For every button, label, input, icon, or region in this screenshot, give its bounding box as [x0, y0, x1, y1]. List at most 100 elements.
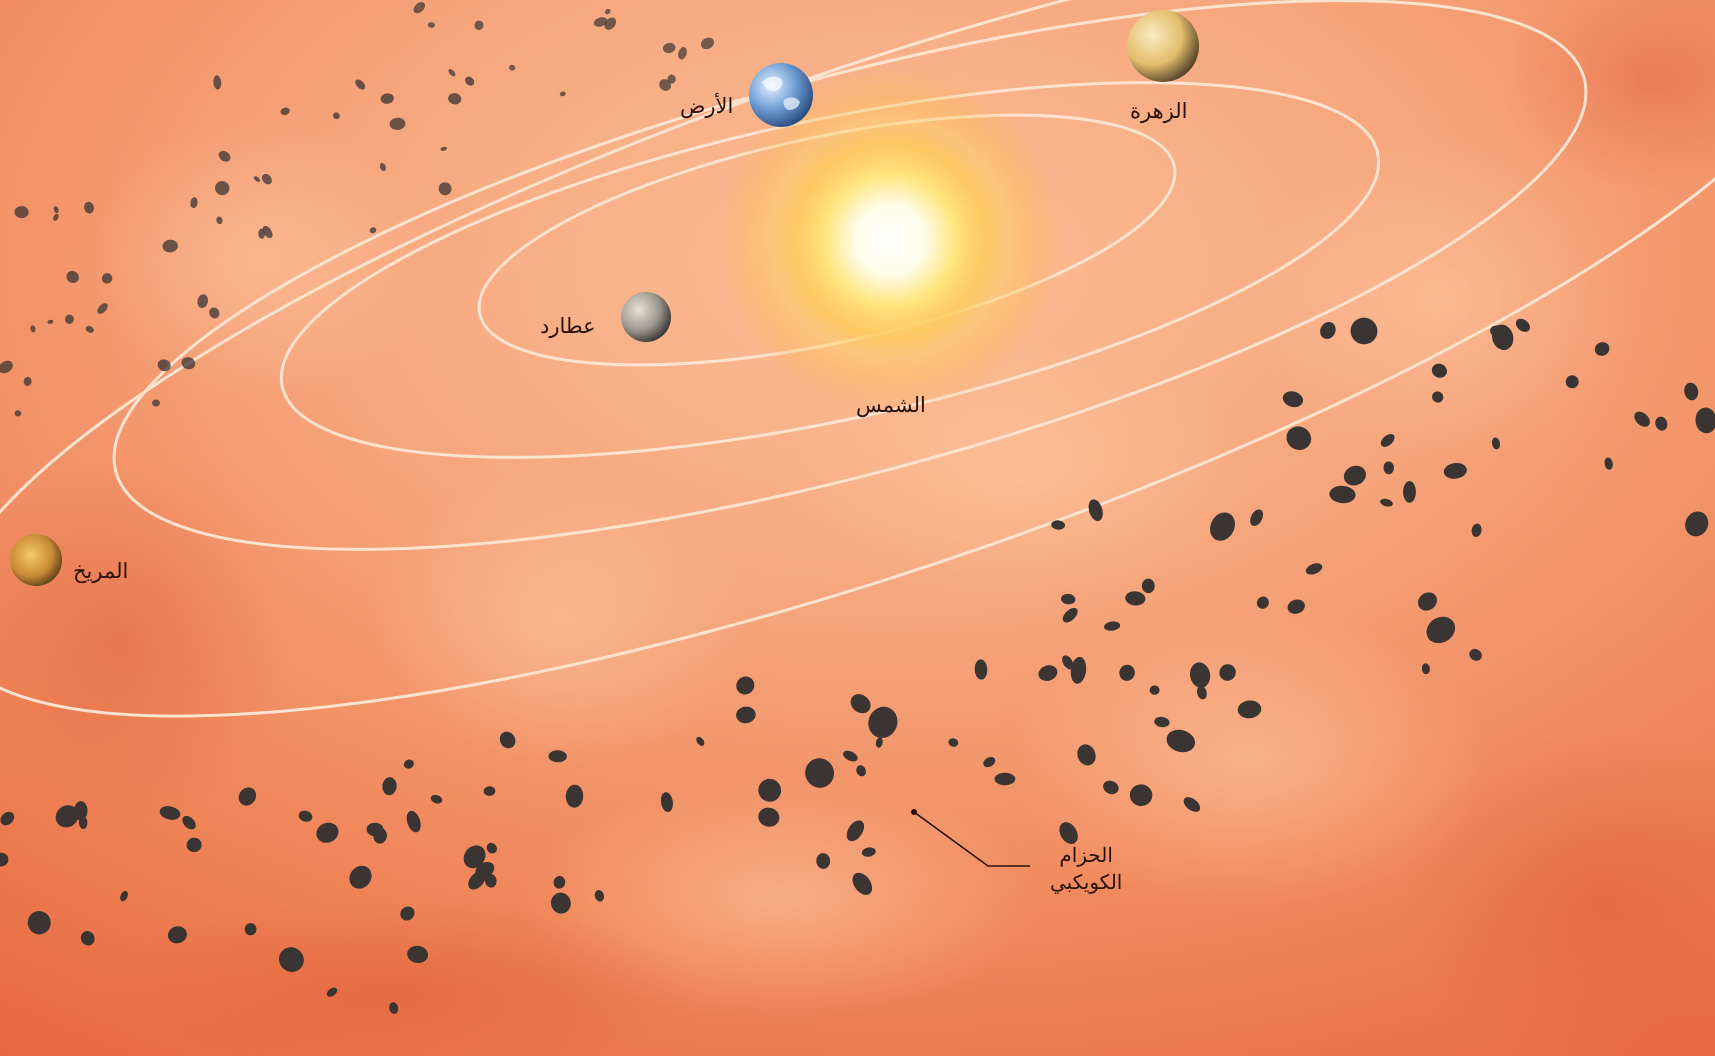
asteroid: [65, 314, 74, 324]
asteroid: [604, 17, 617, 30]
asteroid: [97, 303, 108, 314]
asteroid: [298, 810, 313, 822]
asteroid: [84, 201, 94, 214]
asteroid: [1634, 411, 1650, 427]
mercury-label: عطارد: [540, 314, 596, 338]
asteroid: [101, 273, 113, 284]
asteroid: [152, 399, 160, 407]
asteroid: [1383, 461, 1394, 475]
asteroid: [548, 750, 567, 763]
asteroid: [974, 659, 988, 680]
asteroid: [484, 873, 497, 888]
mars-orbit: [0, 0, 1715, 718]
asteroid: [593, 17, 608, 27]
asteroid: [1329, 485, 1356, 504]
asteroid: [1183, 797, 1201, 812]
asteroid: [1320, 322, 1336, 339]
asteroid: [1154, 716, 1170, 728]
asteroid: [27, 911, 51, 935]
asteroid-belt-rocks: [0, 2, 1715, 1014]
asteroid: [349, 865, 372, 889]
asteroid: [1350, 317, 1378, 345]
asteroid: [559, 91, 566, 97]
asteroid: [1062, 655, 1074, 670]
venus-label: الزهرة: [1130, 99, 1188, 123]
asteroid: [14, 206, 29, 219]
asteroid: [1604, 457, 1613, 470]
asteroid: [389, 1002, 399, 1014]
asteroid: [1088, 499, 1103, 522]
asteroid: [440, 146, 447, 151]
sun: [715, 65, 1065, 415]
asteroid: [994, 772, 1016, 786]
asteroid: [1684, 382, 1699, 401]
asteroid: [218, 150, 231, 162]
asteroid: [662, 42, 676, 54]
asteroid: [1491, 437, 1501, 450]
asteroid: [186, 837, 202, 853]
asteroid: [14, 410, 22, 417]
asteroid: [120, 891, 128, 902]
asteroid: [1427, 629, 1435, 641]
asteroid: [448, 69, 456, 77]
asteroid: [316, 822, 339, 843]
asteroid: [565, 784, 584, 808]
asteroid: [1219, 664, 1236, 681]
asteroid: [1125, 591, 1146, 606]
asteroid-belt-pointer: [911, 809, 1030, 867]
asteroid: [861, 847, 876, 857]
asteroid: [1431, 363, 1447, 378]
asteroid: [1103, 780, 1119, 795]
asteroid: [1469, 649, 1482, 661]
asteroid: [1380, 498, 1393, 507]
asteroid: [758, 778, 782, 802]
asteroid: [852, 872, 873, 895]
asteroid: [1070, 656, 1087, 684]
asteroid: [1282, 391, 1304, 408]
asteroid: [868, 706, 898, 739]
asteroid: [413, 2, 426, 14]
asteroid: [373, 828, 387, 844]
asteroid: [1061, 593, 1076, 605]
asteroid: [594, 889, 605, 902]
asteroid: [427, 22, 435, 28]
asteroid: [1685, 511, 1709, 537]
asteroid: [1256, 596, 1269, 609]
asteroid: [213, 75, 222, 90]
asteroid: [379, 162, 386, 172]
asteroid: [1077, 744, 1096, 766]
asteroid-belt-label-line2: الكويكبي: [1050, 870, 1123, 894]
asteroid: [1471, 523, 1482, 537]
asteroid: [162, 239, 178, 253]
asteroid: [157, 359, 171, 372]
asteroid: [483, 786, 496, 796]
asteroid: [1119, 664, 1135, 681]
asteroid: [1515, 318, 1530, 332]
mercury-planet: [621, 292, 671, 342]
asteroid: [430, 794, 443, 804]
venus-planet: [1127, 10, 1199, 82]
asteroid: [1305, 563, 1323, 575]
asteroid: [389, 117, 406, 130]
asteroid-belt-label: الحزام الكويكبي: [1050, 842, 1122, 896]
asteroid: [244, 923, 257, 936]
asteroid: [550, 892, 571, 914]
asteroid: [30, 325, 36, 333]
asteroid: [326, 987, 338, 997]
asteroid: [1490, 325, 1505, 338]
asteroid: [1343, 465, 1366, 486]
asteroid: [659, 79, 672, 91]
asteroid: [465, 76, 475, 86]
sun-label: الشمس: [856, 393, 926, 417]
asteroid: [850, 694, 871, 714]
asteroid: [1141, 578, 1155, 594]
asteroid: [1129, 784, 1153, 807]
asteroid: [1565, 375, 1579, 389]
asteroid: [0, 852, 9, 867]
asteroid: [400, 906, 415, 921]
asteroid: [261, 173, 272, 185]
asteroid: [678, 47, 687, 60]
asteroid: [1443, 463, 1467, 479]
asteroid: [181, 357, 196, 370]
asteroid: [736, 676, 755, 695]
